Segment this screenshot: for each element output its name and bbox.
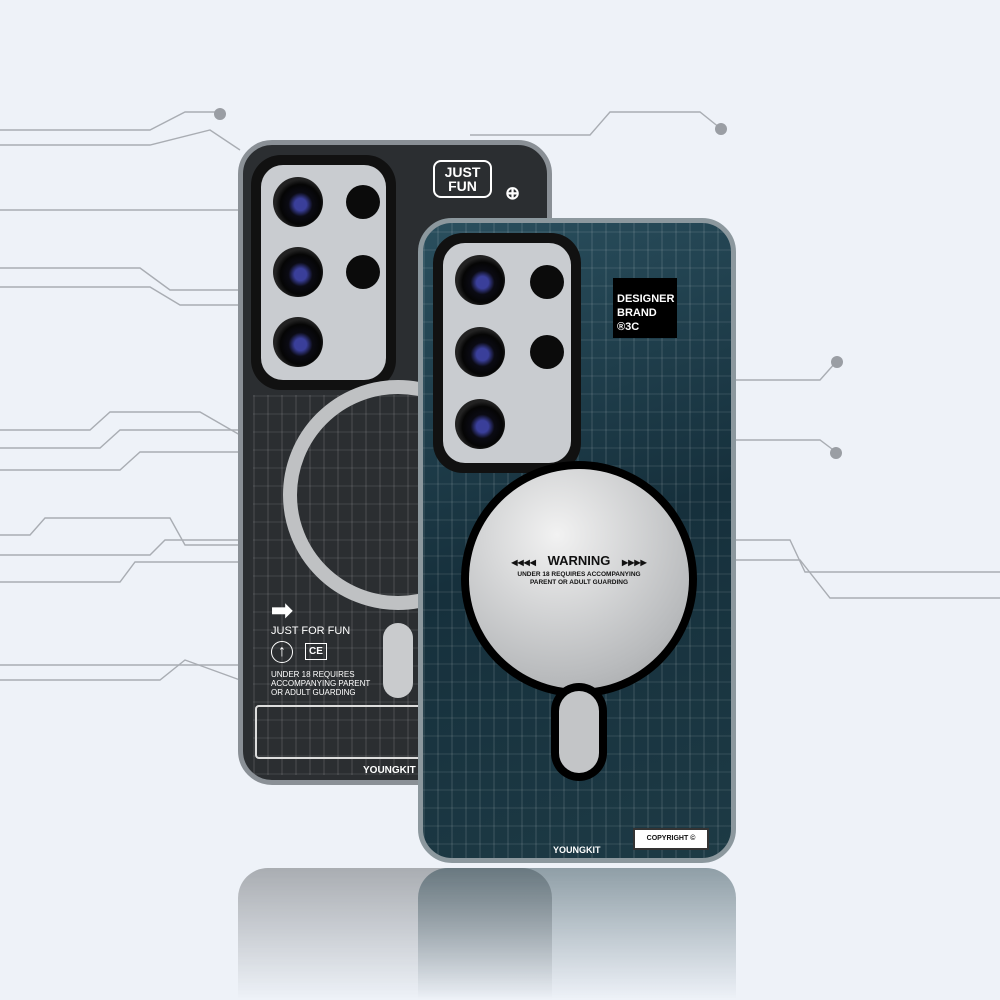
arrow-right-icon: ➡ — [271, 595, 293, 625]
camera-module — [433, 233, 581, 473]
brand-logo: YOUNGKIT — [553, 845, 601, 855]
arrows-right-icon: ▶▶▶▶ — [622, 558, 647, 567]
arrows-left-icon: ◀◀◀◀ — [511, 558, 536, 567]
just-fun-badge: JUST FUN — [433, 160, 492, 198]
recycle-icon: ↑ — [271, 641, 293, 663]
warning-label: ◀◀◀◀ WARNING ▶▶▶▶ UNDER 18 REQUIRES ACCO… — [501, 553, 657, 587]
copyright-label: COPYRIGHT © — [633, 828, 709, 850]
warning-title: WARNING — [547, 553, 611, 568]
camera-module — [251, 155, 396, 390]
ce-mark: CE — [305, 643, 327, 660]
magsafe-tab — [551, 683, 607, 781]
magsafe-tab — [383, 623, 413, 698]
outline-decoration — [255, 705, 429, 759]
front-phone-case: DESIGNER BRAND ®3C ◀◀◀◀ WARNING ▶▶▶▶ UND… — [418, 218, 736, 863]
globe-icon: ⊕ — [505, 183, 521, 203]
designer-brand-chip: DESIGNER BRAND ®3C — [613, 278, 677, 338]
back-case-reflection — [238, 868, 552, 1000]
slogan-text: JUST FOR FUN — [271, 625, 351, 637]
warning-text: UNDER 18 REQUIRES ACCOMPANYING PARENT OR… — [517, 571, 641, 586]
magsafe-ring — [461, 461, 697, 697]
brand-logo: YOUNGKIT — [363, 765, 416, 776]
front-case-reflection — [418, 868, 736, 1000]
notice-text: UNDER 18 REQUIRES ACCOMPANYING PARENT OR… — [271, 670, 371, 697]
